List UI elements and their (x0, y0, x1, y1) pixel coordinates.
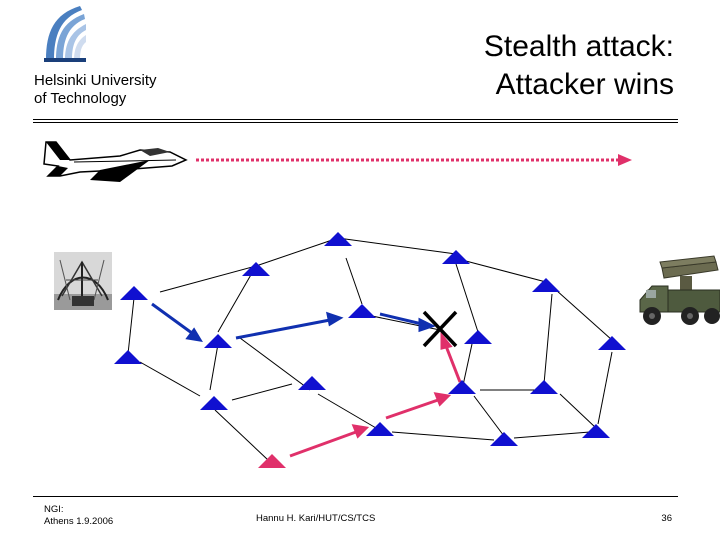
sensor-node (490, 432, 518, 446)
footer-event: NGI: (44, 504, 64, 515)
sensor-node (200, 396, 228, 410)
fighter-jet-icon (44, 142, 186, 182)
sensor-node (204, 334, 232, 348)
trajectory-arrowhead (618, 154, 632, 166)
rocket-launcher-truck-icon (640, 256, 720, 325)
network-links (128, 238, 612, 460)
page-number: 36 (661, 513, 672, 524)
sensor-node (532, 278, 560, 292)
sensor-node (120, 286, 148, 300)
sensor-node (448, 380, 476, 394)
sensor-node (114, 350, 142, 364)
footer-event-date: Athens 1.9.2006 (44, 516, 113, 527)
attacker-node (258, 454, 286, 468)
sensor-node (298, 376, 326, 390)
sensor-node (348, 304, 376, 318)
sensor-node (442, 250, 470, 264)
x-mark-icon (424, 312, 456, 346)
footer-author: Hannu H. Kari/HUT/CS/TCS (256, 513, 375, 524)
sensor-node (530, 380, 558, 394)
sensor-node (598, 336, 626, 350)
alert-path (152, 304, 432, 340)
sensor-node (464, 330, 492, 344)
intrusion-path (290, 336, 460, 456)
footer-divider (33, 496, 678, 497)
radar-antenna-icon (54, 252, 112, 310)
sensor-node (582, 424, 610, 438)
